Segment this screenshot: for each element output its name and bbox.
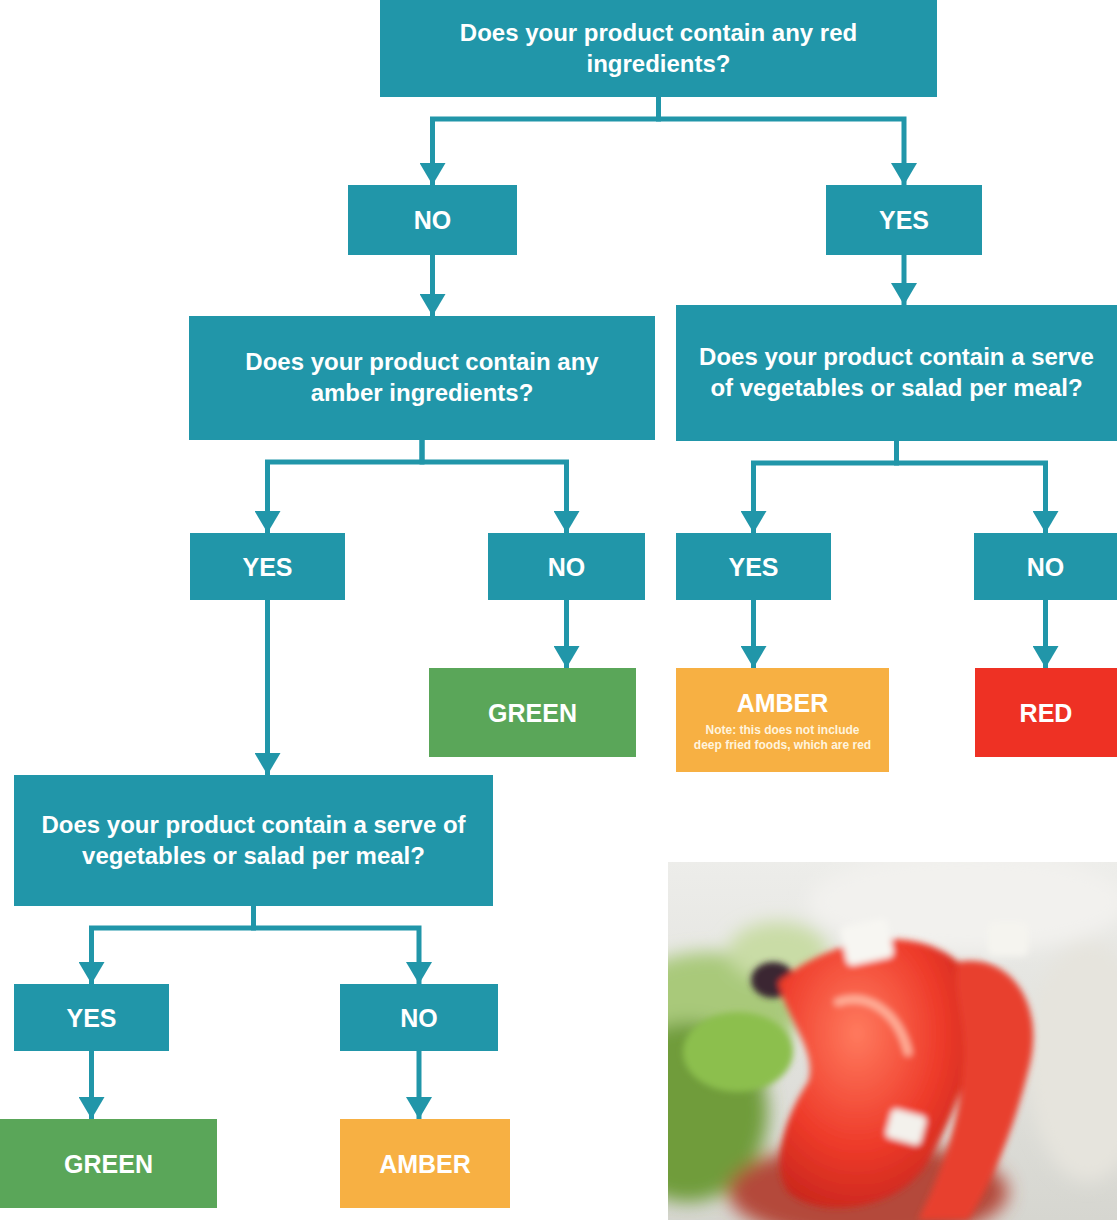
flow-arrow <box>89 1051 94 1119</box>
note-text: Note: this does not include deep fried f… <box>690 723 875 754</box>
outcome-box: RED <box>975 668 1117 757</box>
flow-arrow <box>430 255 435 316</box>
answer-box: YES <box>826 185 982 255</box>
box-text: Does your product contain any red ingred… <box>400 18 917 79</box>
answer-box: NO <box>348 185 517 255</box>
flow-arrow <box>897 441 1046 533</box>
box-text: Does your product contain a serve of veg… <box>696 342 1097 403</box>
answer-box: YES <box>14 984 169 1051</box>
box-text: AMBER <box>379 1148 471 1180</box>
box-text: Does your product contain any amber ingr… <box>209 347 635 408</box>
outcome-box: AMBER Note: this does not include deep fr… <box>676 668 889 772</box>
box-text: NO <box>414 204 452 236</box>
box-text: YES <box>242 551 292 583</box>
box-text: YES <box>66 1002 116 1034</box>
outcome-box: AMBER <box>340 1119 510 1208</box>
outcome-box: GREEN <box>0 1119 217 1208</box>
box-text: Does your product contain a serve of veg… <box>34 810 473 871</box>
answer-box: NO <box>488 533 645 600</box>
flow-arrow <box>659 97 905 185</box>
flow-arrow <box>1043 600 1048 668</box>
outcome-box: GREEN <box>429 668 636 757</box>
box-text: RED <box>1020 697 1073 729</box>
box-text: GREEN <box>488 697 577 729</box>
answer-box: YES <box>676 533 831 600</box>
flow-arrow <box>902 255 907 305</box>
flow-arrow <box>265 600 270 775</box>
question-box: Does your product contain a serve of veg… <box>14 775 493 906</box>
box-text: YES <box>728 551 778 583</box>
flow-arrow <box>751 600 756 668</box>
answer-box: YES <box>190 533 345 600</box>
box-text: NO <box>1027 551 1065 583</box>
answer-box: NO <box>340 984 498 1051</box>
flow-arrow <box>92 906 254 984</box>
question-box: Does your product contain a serve of veg… <box>676 305 1117 441</box>
answer-box: NO <box>974 533 1117 600</box>
flow-arrow <box>422 440 567 533</box>
flow-arrow <box>417 1051 422 1119</box>
box-text: YES <box>879 204 929 236</box>
flow-arrow <box>564 600 569 668</box>
salad-photo <box>668 862 1117 1220</box>
flow-arrow <box>754 441 897 533</box>
box-text: NO <box>548 551 586 583</box>
flow-arrow <box>268 440 423 533</box>
box-text: NO <box>400 1002 438 1034</box>
question-box: Does your product contain any amber ingr… <box>189 316 655 440</box>
flow-arrow <box>433 97 659 185</box>
box-text: GREEN <box>64 1148 153 1180</box>
question-box: Does your product contain any red ingred… <box>380 0 937 97</box>
box-text: AMBER <box>737 687 829 719</box>
flow-arrow <box>254 906 420 984</box>
